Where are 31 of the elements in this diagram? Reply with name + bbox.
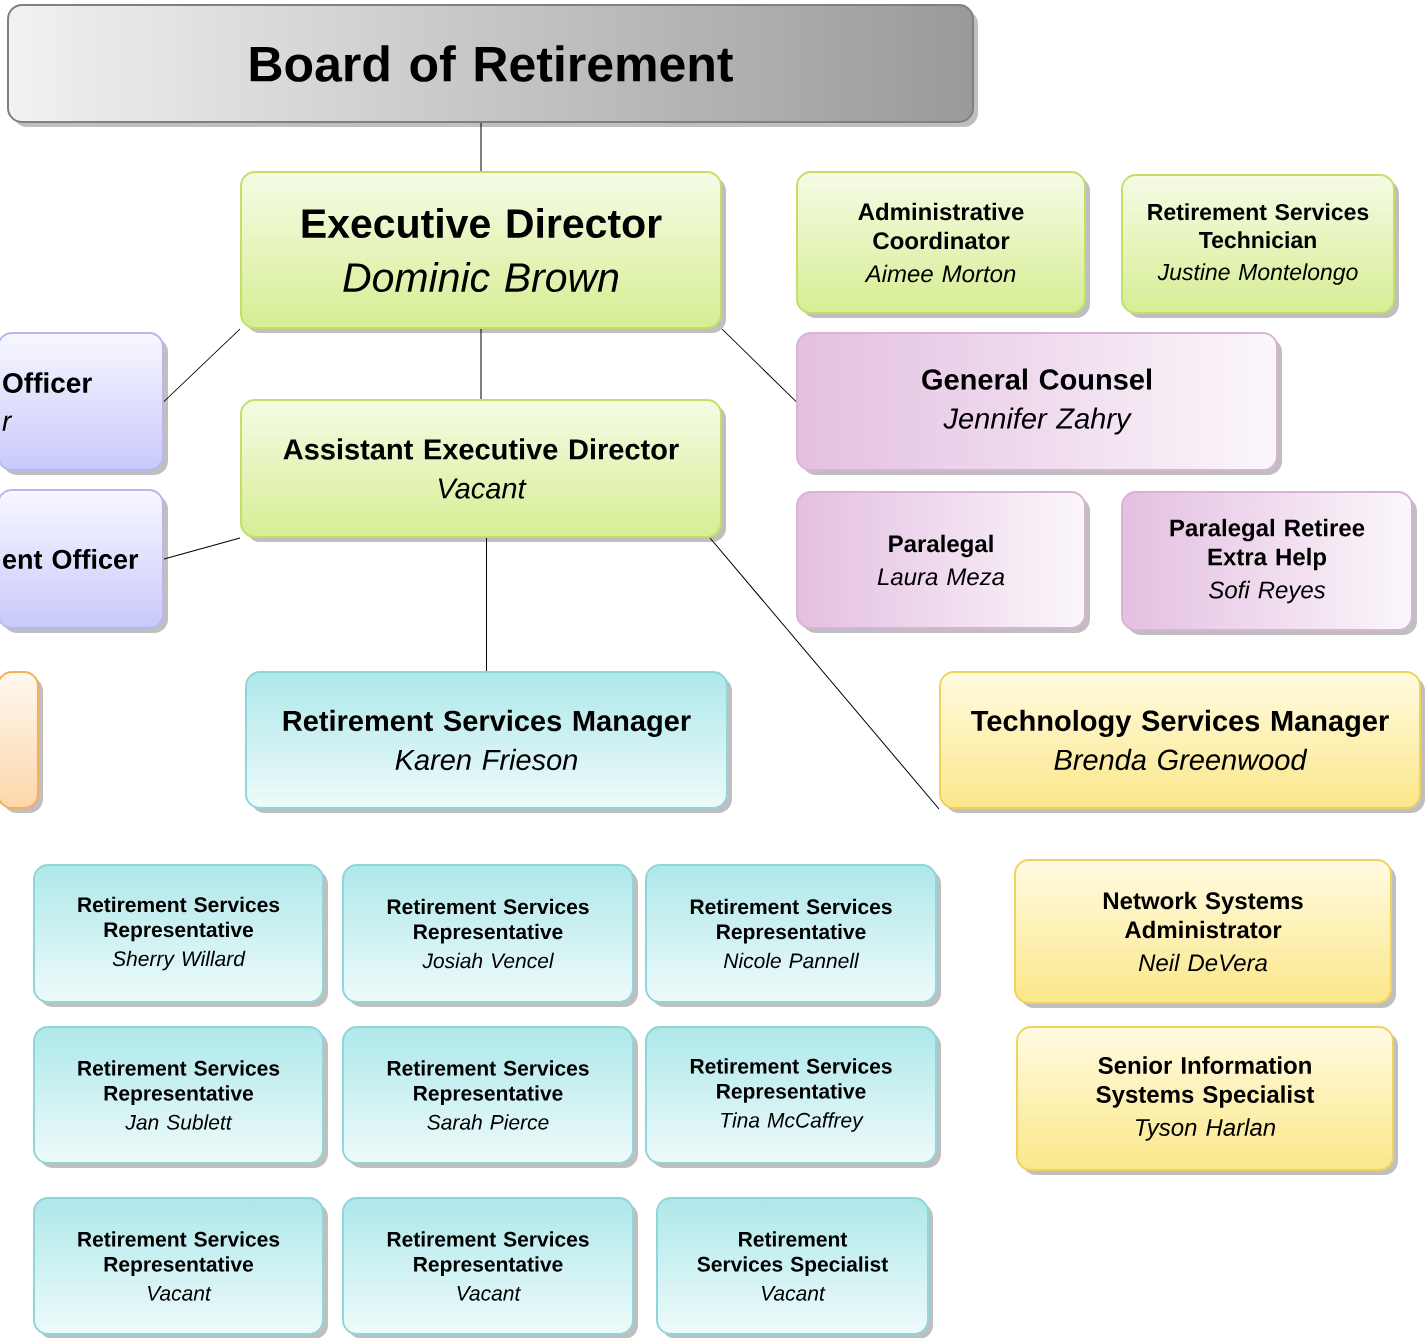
org-box: Retirement Services Representative Nicole Pannell — [645, 864, 941, 1007]
org-box: Retirement Services Representative Jan Sublett — [33, 1026, 328, 1168]
box — [0, 671, 43, 813]
connector-line — [163, 537, 241, 560]
org-box: Retirement Services Representative Josiah Vencel — [342, 864, 638, 1007]
connector-line — [486, 537, 487, 672]
org-box: Administrative Coordinator Aimee Morton — [796, 171, 1090, 318]
org-box: Paralegal Laura Meza — [796, 491, 1090, 633]
org-box: ent Officer — [0, 489, 168, 633]
org-box: Retirement Services Representative Sherry Willard — [33, 864, 328, 1007]
connector-line — [721, 328, 797, 402]
org-box: Retirement Services Specialist Vacant — [656, 1197, 933, 1338]
connector-line — [480, 122, 482, 172]
org-box: Retirement Services Representative Vacant — [342, 1197, 638, 1338]
org-box: Retirement Services Representative Tina McCaffrey — [645, 1026, 941, 1168]
org-box: Senior Information Systems Specialist Tyson Harlan — [1016, 1026, 1398, 1175]
org-box: Retirement Services Representative Vacant — [33, 1197, 328, 1338]
connector-line — [163, 328, 241, 402]
org-box: Retirement Services Technician Justine Montelongo — [1121, 174, 1399, 318]
org-box: General Counsel Jennifer Zahry — [796, 332, 1282, 475]
org-box: Retirement Services Manager Karen Frieson — [245, 671, 732, 813]
title-box: Board of Retirement — [7, 4, 978, 127]
org-box: Executive Director Dominic Brown — [240, 171, 726, 333]
connector-line — [709, 537, 940, 810]
connector-line — [480, 328, 482, 400]
org-box: Assistant Executive Director Vacant — [240, 399, 726, 542]
org-box: Network Systems Administrator Neil DeVera — [1014, 859, 1396, 1008]
org-box: Retirement Services Representative Sarah Pierce — [342, 1026, 638, 1168]
org-box: Paralegal Retiree Extra Help Sofi Reyes — [1121, 491, 1417, 635]
org-box: Officer r — [0, 332, 168, 475]
org-box: Technology Services Manager Brenda Greenwood — [939, 671, 1425, 813]
